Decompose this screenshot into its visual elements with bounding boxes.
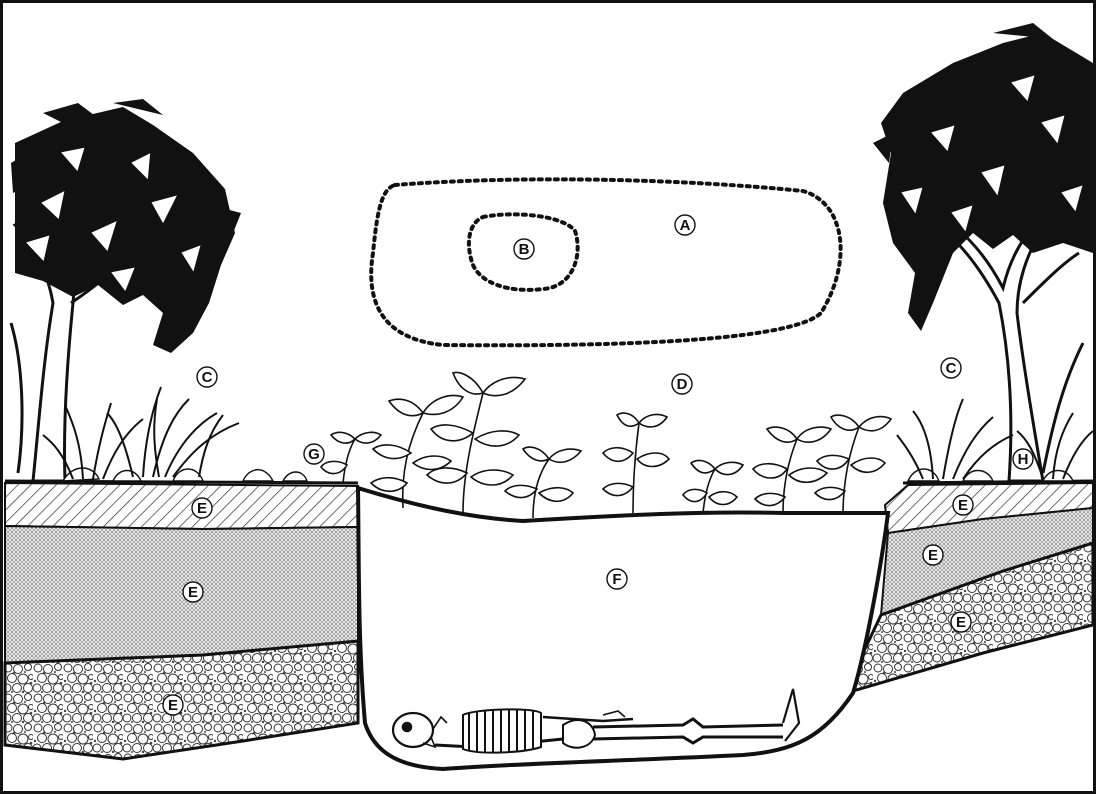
grass-tuft-left-2 [107, 387, 239, 477]
label-d-text: D [677, 376, 688, 393]
label-e-6: E [951, 612, 971, 632]
label-f-text: F [612, 571, 621, 588]
topsoil-layer-left [5, 483, 358, 529]
label-e-4-text: E [958, 497, 968, 514]
fine-sediment-layer-left [5, 526, 358, 663]
label-e-6-text: E [956, 614, 966, 631]
label-e-5: E [923, 545, 943, 565]
label-a-text: A [680, 217, 691, 234]
label-e-3: E [163, 695, 183, 715]
zone-a-outline [371, 179, 840, 345]
label-f: F [607, 569, 627, 589]
label-e-4: E [953, 495, 973, 515]
tree-right-trunk [947, 227, 1043, 481]
tree-right-canopy [873, 23, 1093, 331]
rib-cage [463, 709, 541, 753]
label-e-3-text: E [168, 697, 178, 714]
label-c-left-text: C [202, 369, 213, 386]
tree-right [873, 23, 1093, 481]
label-e-1: E [192, 498, 212, 518]
label-e-2-text: E [188, 584, 198, 601]
label-h: H [1013, 449, 1033, 469]
label-d: D [672, 374, 692, 394]
tree-left [11, 99, 241, 481]
label-c-right-text: C [946, 360, 957, 377]
label-c-left: C [197, 367, 217, 387]
plants-over-grave [321, 373, 891, 518]
label-e-5-text: E [928, 547, 938, 564]
label-e-1-text: E [197, 500, 207, 517]
left-soil-layers [5, 483, 358, 759]
grass-tuft-right-1 [897, 399, 1013, 479]
label-b-text: B [519, 241, 530, 258]
label-g: G [304, 444, 324, 464]
label-b: B [514, 239, 534, 259]
label-g-text: G [308, 446, 320, 463]
leaf-litter-left [63, 468, 307, 481]
label-e-2: E [183, 582, 203, 602]
label-a: A [675, 215, 695, 235]
label-c-right: C [941, 358, 961, 378]
label-h-text: H [1018, 451, 1029, 468]
pelvis [563, 720, 595, 748]
tree-left-canopy [11, 99, 241, 353]
skull [393, 713, 433, 747]
diagram-canvas: A B C C D E E E E E E F [3, 3, 1093, 791]
